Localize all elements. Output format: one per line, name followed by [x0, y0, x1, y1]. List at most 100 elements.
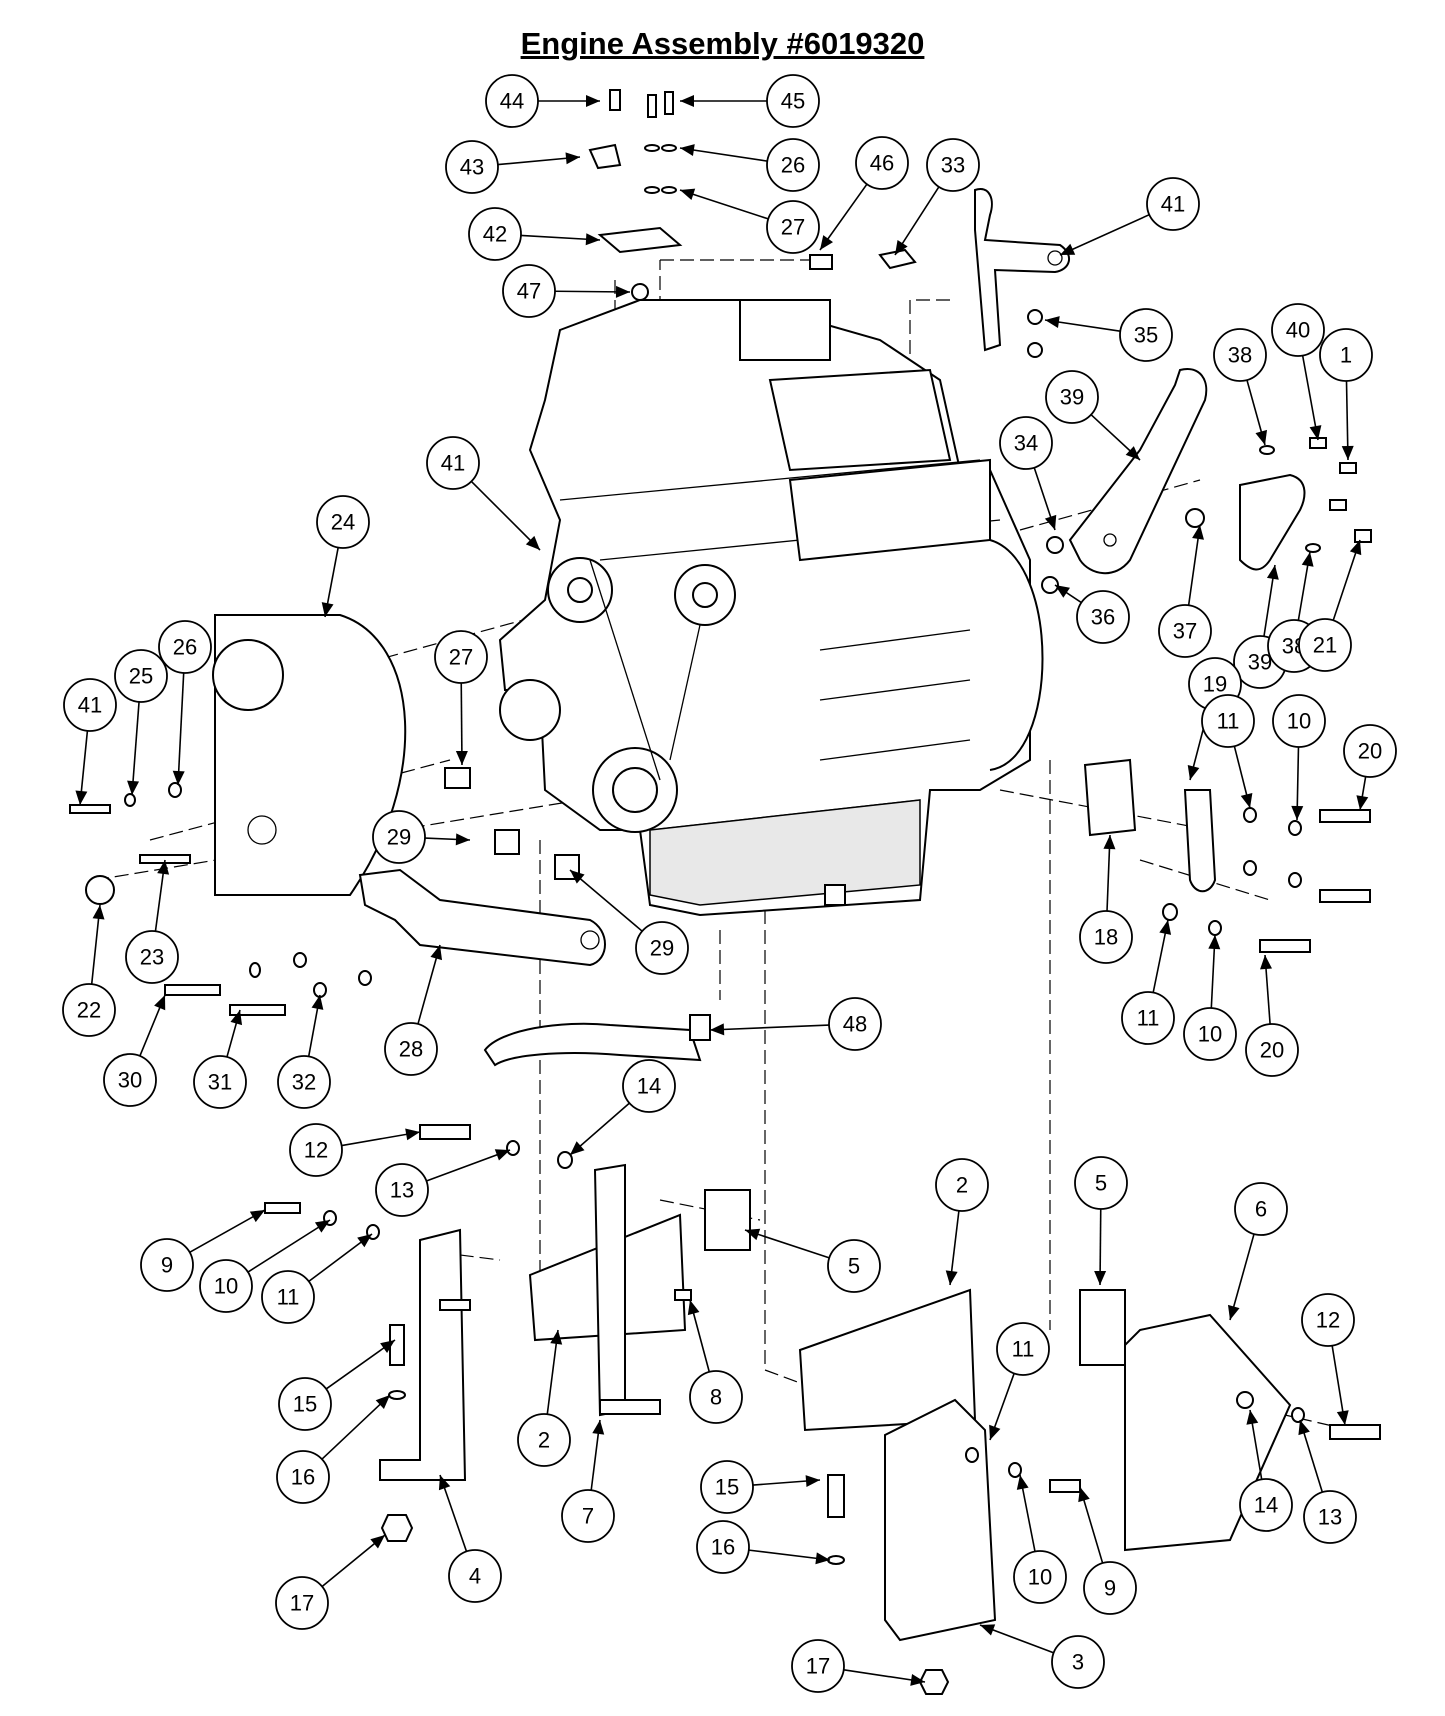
callout-circle: [485, 74, 539, 128]
callout-46: 46: [819, 136, 909, 251]
callout-21: 21: [1298, 539, 1362, 672]
callout-number: 14: [637, 1074, 661, 1099]
arrowhead: [455, 750, 468, 765]
callout-23: 23: [125, 859, 179, 984]
arrowhead: [1356, 795, 1369, 810]
part-44-bolt: [609, 89, 621, 111]
callout-41: 41: [1059, 177, 1200, 256]
part-34-nut-b: [1027, 342, 1043, 358]
part-8-pin: [674, 1289, 692, 1301]
callout-circle: [1234, 1182, 1288, 1236]
callout-number: 5: [1095, 1171, 1107, 1196]
callout-circle: [999, 416, 1053, 470]
callout-number: 14: [1254, 1493, 1278, 1518]
leader-line: [744, 1229, 830, 1259]
callout-number: 42: [483, 222, 507, 247]
callout-circle: [1045, 370, 1099, 424]
arrowhead: [1341, 445, 1354, 460]
part-15-bolt-right: [827, 1474, 845, 1518]
callout-number: 20: [1260, 1038, 1284, 1063]
callout-circle: [261, 1270, 315, 1324]
leader-line: [321, 1394, 391, 1460]
callout-41: 41: [63, 678, 117, 806]
callout-11: 11: [261, 1233, 373, 1324]
arrowhead: [815, 1552, 830, 1565]
part-37-plate: [1239, 473, 1306, 571]
callout-44: 44: [485, 74, 600, 128]
arrowhead: [550, 1330, 563, 1345]
arrowhead: [586, 95, 600, 107]
callout-circle: [1245, 1023, 1299, 1077]
callout-number: 26: [173, 635, 197, 660]
callout-number: 33: [941, 153, 965, 178]
callout-number: 39: [1248, 650, 1272, 675]
arrowhead: [989, 1424, 1001, 1440]
part-17-nut: [380, 1514, 414, 1542]
callout-circle: [700, 1460, 754, 1514]
arrowhead: [455, 833, 470, 846]
callout-number: 10: [1287, 709, 1311, 734]
arrowhead: [525, 535, 540, 550]
callout-number: 27: [449, 645, 473, 670]
leader-line: [1332, 539, 1361, 621]
callout-circle: [193, 1055, 247, 1109]
arrowhead: [1187, 764, 1200, 780]
callout-circle: [935, 1158, 989, 1212]
part-34-nut-a: [1027, 309, 1043, 325]
arrowhead: [1125, 446, 1140, 460]
leader-line: [546, 1329, 559, 1415]
callout-1: 1: [1319, 328, 1373, 461]
arrowhead: [895, 239, 908, 255]
callout-circle: [434, 630, 488, 684]
callout-number: 29: [387, 825, 411, 850]
callout-16: 16: [696, 1520, 831, 1574]
callout-circle: [1303, 1490, 1357, 1544]
callout-11: 11: [1121, 919, 1175, 1045]
callout-17: 17: [275, 1534, 386, 1630]
callout-number: 11: [1217, 709, 1240, 734]
arrowhead: [357, 1234, 372, 1248]
callout-15: 15: [700, 1460, 821, 1514]
callout-7: 7: [561, 1419, 615, 1543]
callout-42: 42: [468, 207, 601, 261]
arrowhead: [1208, 935, 1221, 950]
callout-number: 17: [806, 1654, 830, 1679]
callout-12: 12: [1301, 1293, 1355, 1426]
callout-circle: [125, 930, 179, 984]
callout-number: 43: [460, 155, 484, 180]
part-35-plate: [1068, 368, 1208, 575]
leader-line: [325, 1339, 396, 1390]
callout-number: 8: [710, 1385, 722, 1410]
callout-circle: [1301, 1293, 1355, 1347]
arrowhead: [805, 1475, 820, 1488]
callout-27: 27: [679, 188, 820, 254]
part-12-bolt-right: [1329, 1424, 1381, 1440]
arrowhead: [1159, 920, 1172, 935]
callout-number: 37: [1173, 619, 1197, 644]
callout-circle: [1213, 328, 1267, 382]
part-12-bolt: [419, 1124, 471, 1140]
arrowhead: [430, 945, 443, 961]
callout-circle: [275, 1576, 329, 1630]
callout-circle: [448, 1549, 502, 1603]
callout-number: 12: [304, 1138, 328, 1163]
callout-number: 27: [781, 215, 805, 240]
callout-27: 27: [434, 630, 488, 766]
callout-28: 28: [384, 944, 443, 1076]
callout-number: 45: [781, 89, 805, 114]
leader-line: [709, 1024, 830, 1031]
callout-22: 22: [62, 904, 116, 1037]
callout-10: 10: [199, 1219, 331, 1313]
arrowhead: [1246, 1410, 1259, 1425]
arrowhead: [680, 188, 696, 201]
callout-26: 26: [158, 620, 212, 786]
callout-circle: [158, 620, 212, 674]
callout-5: 5: [1074, 1156, 1128, 1286]
part-5-spacer-b: [1079, 1289, 1126, 1366]
leader-line: [679, 189, 769, 220]
arrowhead: [1192, 525, 1204, 540]
callout-circle: [1183, 1007, 1237, 1061]
callout-10: 10: [1272, 694, 1326, 821]
callout-circle: [1119, 308, 1173, 362]
arrowhead: [615, 285, 630, 298]
